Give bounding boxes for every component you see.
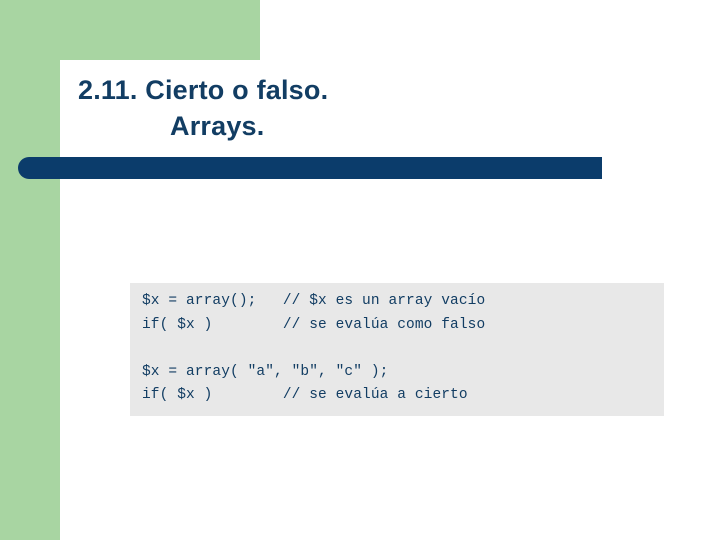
title-underline-bar xyxy=(18,157,602,179)
code-blank-line xyxy=(142,337,654,361)
title-line-2: Arrays. xyxy=(170,111,265,142)
top-green-block xyxy=(60,0,260,60)
left-green-band xyxy=(0,0,60,540)
code-line: if( $x ) // se evalúa a cierto xyxy=(142,387,468,403)
bar-body xyxy=(29,157,602,179)
title-line-1: 2.11. Cierto o falso. xyxy=(78,75,329,105)
code-block: $x = array(); // $x es un array vacío if… xyxy=(130,283,664,416)
slide-title: 2.11. Cierto o falso. Arrays. xyxy=(78,72,678,145)
code-line: if( $x ) // se evalúa como falso xyxy=(142,316,486,333)
code-line: $x = array( "a", "b", "c" ); xyxy=(142,363,389,380)
code-line: $x = array(); // $x es un array vacío xyxy=(142,293,486,309)
